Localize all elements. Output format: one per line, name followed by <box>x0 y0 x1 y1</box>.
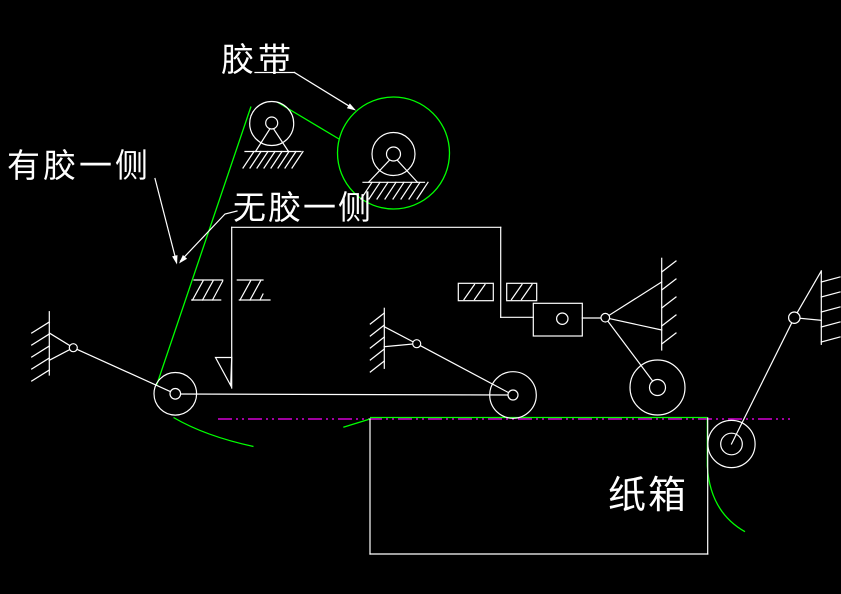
mount-mid-right <box>604 257 677 389</box>
roller-left-hub <box>169 387 182 400</box>
roller-connecting-bar <box>174 393 514 396</box>
link-to-middle-roller <box>415 342 514 396</box>
tape-roll-outline <box>336 96 451 210</box>
tape-path <box>155 96 746 533</box>
rocker-arm-right <box>604 316 659 389</box>
joint-mid-left <box>412 339 422 349</box>
tape-roll-hub <box>385 146 402 162</box>
link-to-left-roller <box>72 346 177 395</box>
mechanism-linework <box>30 71 841 555</box>
frame-rods <box>214 226 534 389</box>
mount-mid-right-hatch <box>660 260 677 345</box>
leader-tape <box>254 71 354 110</box>
roller-middle <box>489 371 537 419</box>
mount-mid-left <box>369 307 514 396</box>
slider-pin <box>555 312 569 325</box>
joint-mid-right <box>600 312 611 323</box>
annotations: 胶带 有胶一侧 无胶一侧 纸箱 <box>7 40 688 517</box>
label-carton: 纸箱 <box>608 473 688 517</box>
tape-roll-spindle <box>360 131 429 200</box>
slider-block <box>532 302 602 337</box>
rod-end-arrow <box>214 356 233 388</box>
leader-adhesive-side <box>154 177 178 263</box>
mount-far-left-hatch <box>30 321 51 382</box>
tape-hanging-end <box>173 416 254 448</box>
label-non-adhesive-side: 无胶一侧 <box>233 188 373 227</box>
guide-bushing-right-b <box>506 282 538 302</box>
arrowhead-non-adhesive-side <box>179 255 188 264</box>
mount-right-wall-hatch <box>820 276 841 343</box>
mount-far-left <box>30 311 177 395</box>
press-roller-inner <box>720 432 743 456</box>
roller-right-hub <box>648 378 667 397</box>
arrowhead-tape <box>346 103 356 111</box>
joint-far-left <box>68 343 78 353</box>
joint-right-wall <box>787 311 801 324</box>
tape-roll-ground-hatch <box>360 181 429 200</box>
guide-pulley-ground-hatch <box>242 150 304 169</box>
guide-pulley <box>242 100 304 169</box>
carton-box <box>369 417 709 555</box>
arrowhead-adhesive-side <box>172 255 178 265</box>
leader-non-adhesive-side <box>179 210 238 262</box>
tape-leadin-segment <box>343 418 371 428</box>
guide-bushing-right-a <box>457 282 494 302</box>
guide-pulley-hub <box>265 116 279 130</box>
leader-arrowheads <box>172 103 356 265</box>
roller-right <box>629 359 686 416</box>
roller-middle-hub <box>507 389 519 401</box>
label-tape: 胶带 <box>221 40 295 79</box>
tape-span-pulley-to-roller <box>155 106 252 386</box>
roller-left <box>153 371 198 416</box>
mount-mid-left-hatch <box>369 312 386 373</box>
label-adhesive-side: 有胶一侧 <box>7 146 151 185</box>
guide-bushing-left-a <box>191 279 224 301</box>
guide-bushing-left-b <box>236 279 271 301</box>
